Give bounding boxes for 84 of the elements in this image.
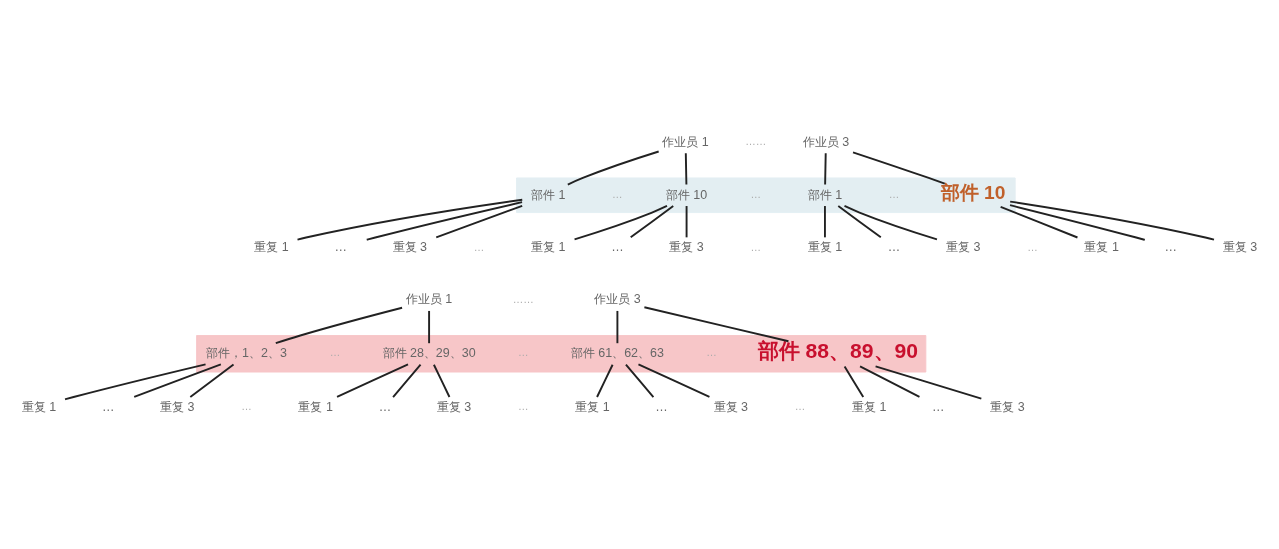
node-text: 重复 3 — [946, 239, 981, 254]
connector — [837, 204, 882, 238]
connector — [824, 151, 827, 185]
node-text: 部件 10 — [940, 181, 1006, 203]
label: … — [612, 187, 623, 200]
connector — [874, 364, 983, 400]
node-text: 重复 1 — [851, 399, 887, 414]
connector — [392, 363, 422, 398]
connector — [843, 204, 938, 240]
connector — [859, 364, 921, 398]
connector — [999, 205, 1079, 238]
node-text: 重复 3 — [669, 239, 704, 254]
connector — [365, 200, 524, 241]
node-text: … — [887, 239, 901, 254]
label: … — [794, 399, 806, 412]
label: … — [517, 345, 529, 358]
node-text: 重复 1 — [531, 239, 566, 254]
connector — [573, 204, 668, 240]
node-text: 部件 1 — [807, 187, 843, 202]
connector — [64, 362, 207, 400]
node-text: 重复 1 — [807, 239, 843, 254]
connector — [435, 204, 524, 238]
connector — [823, 204, 826, 238]
node-text: 部件 88、89、90 — [757, 338, 919, 362]
node-text: … — [611, 239, 624, 254]
connector — [629, 204, 675, 238]
node-text: 重复 3 — [392, 239, 428, 254]
connector — [1009, 200, 1215, 241]
connector — [685, 204, 688, 238]
node-text: 部件 61、62、63 — [570, 345, 664, 360]
label: … — [1027, 240, 1038, 253]
node-text: 重复 1 — [1084, 239, 1119, 254]
connector — [274, 306, 404, 344]
node-text: 作业员 1 — [405, 291, 453, 306]
connector — [643, 305, 790, 342]
cluster — [196, 334, 927, 373]
label: … — [888, 187, 900, 200]
node-text: 作业员 3 — [594, 291, 641, 306]
node-text: 部件 10 — [665, 187, 708, 202]
node-text: 重复 1 — [298, 399, 333, 414]
node-text: 重复 3 — [713, 399, 748, 414]
node-text: … — [334, 239, 347, 254]
connector — [428, 309, 431, 344]
connector — [1009, 203, 1146, 241]
label: … — [517, 399, 529, 412]
node-text: 重复 1 — [254, 239, 289, 254]
node-text: 重复 3 — [1222, 239, 1258, 254]
node-text: 重复 3 — [436, 399, 472, 414]
connector — [336, 362, 409, 398]
connector — [843, 365, 865, 398]
node-text: 部件，1、2、3 — [206, 345, 287, 360]
label: … — [241, 399, 252, 412]
node-text: … — [1164, 239, 1178, 254]
node-text: 部件 28、29、30 — [382, 345, 476, 360]
connector — [684, 151, 688, 185]
cluster — [516, 177, 1016, 213]
connector — [852, 150, 946, 185]
node-text: 作业员 3 — [802, 134, 850, 149]
node-text: 重复 1 — [575, 399, 610, 414]
label: …… — [512, 292, 534, 305]
node-text: … — [932, 399, 945, 414]
connector — [133, 362, 222, 398]
node-text: 作业员 1 — [662, 134, 709, 149]
connector — [296, 198, 524, 241]
connector — [624, 363, 655, 398]
node-text: … — [655, 399, 668, 414]
node-text: 部件 1 — [531, 187, 566, 202]
connector — [189, 363, 235, 398]
node-text: … — [378, 399, 392, 414]
label: … — [329, 345, 341, 358]
connector — [432, 363, 451, 398]
connector — [637, 362, 711, 398]
node-text: … — [101, 399, 115, 414]
label: … — [750, 240, 762, 253]
node-text: 重复 1 — [21, 399, 57, 414]
connector — [616, 309, 619, 344]
node-text: 重复 3 — [160, 399, 195, 414]
label: …… — [745, 134, 767, 147]
connector — [596, 363, 614, 398]
connector — [566, 150, 660, 185]
label: … — [750, 187, 762, 200]
node-text: 重复 3 — [990, 399, 1025, 414]
label: … — [473, 240, 485, 253]
label: … — [706, 345, 717, 358]
